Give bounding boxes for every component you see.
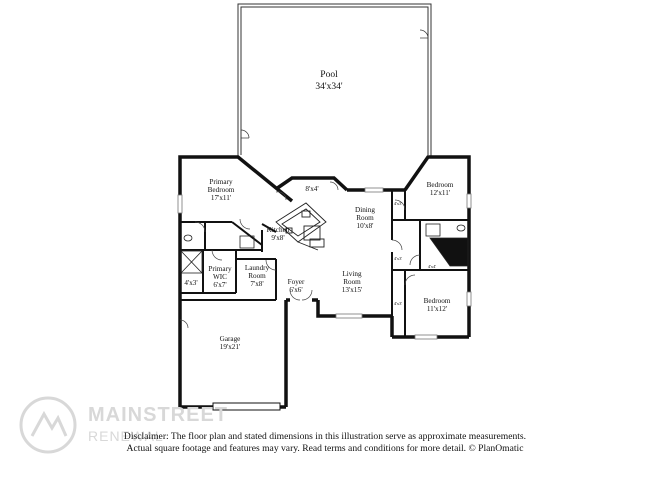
- nook-dims: 8'x4': [305, 185, 318, 193]
- kitchen-dims: 9'x8': [271, 234, 284, 242]
- primary-wic-name: Primary: [208, 265, 232, 273]
- watermark-line-2: RENEWAL: [88, 428, 164, 444]
- disclaimer-line-1: Disclaimer: The floor plan and stated di…: [123, 431, 527, 442]
- dining-dims: 10'x8': [357, 222, 374, 230]
- disclaimer-line-2: Actual square footage and features may v…: [126, 443, 524, 454]
- mainstreet-logo-icon: [19, 396, 77, 454]
- living-dims: 13'x15': [342, 286, 363, 294]
- bedroom-1-dims: 12'x11': [430, 189, 450, 197]
- laundry-dims: 7'x8': [250, 280, 263, 288]
- primary-bedroom-name-2: Bedroom: [208, 186, 235, 194]
- dining-name: Dining: [355, 206, 375, 214]
- pool-name: Pool: [320, 70, 338, 80]
- interior-walls: [180, 190, 469, 337]
- bedroom-2-name: Bedroom: [424, 297, 451, 305]
- watermark-line-1: MAINSTREET: [88, 404, 228, 426]
- garage-door: [212, 402, 281, 411]
- foyer-name: Foyer: [288, 278, 305, 286]
- closet-label-1: 4'x3': [394, 201, 403, 206]
- living-name-2: Room: [343, 278, 361, 286]
- laundry-name-2: Room: [248, 272, 266, 280]
- dining-name-2: Room: [356, 214, 374, 222]
- pool-enclosure: [237, 3, 432, 157]
- closet-dims: 4'x3': [184, 279, 197, 287]
- laundry-name: Laundry: [245, 264, 270, 272]
- bedroom-2-dims: 11'x12': [427, 305, 447, 313]
- closet-label-4: 4'x4': [428, 264, 437, 269]
- door-swings: [179, 181, 421, 329]
- garage-name: Garage: [220, 335, 241, 343]
- primary-bedroom-dims: 17'x11': [211, 194, 231, 202]
- garage-dims: 19'x21': [220, 343, 241, 351]
- primary-bedroom-name: Primary: [209, 178, 233, 186]
- closet-label-3: 4'x3': [394, 301, 403, 306]
- foyer-dims: 6'x6': [289, 286, 302, 294]
- living-name: Living: [342, 270, 362, 278]
- primary-wic-name-2: WIC: [213, 273, 227, 281]
- windows: [177, 187, 472, 340]
- bedroom-1-name: Bedroom: [427, 181, 454, 189]
- bath-fixtures: [180, 223, 469, 274]
- kitchen-name: Kitchen: [267, 226, 290, 234]
- primary-wic-dims: 6'x7': [213, 281, 226, 289]
- pool-dims: 34'x34': [315, 82, 342, 92]
- closet-label-2: 4'x3': [394, 256, 403, 261]
- kitchen-counters: [275, 202, 327, 251]
